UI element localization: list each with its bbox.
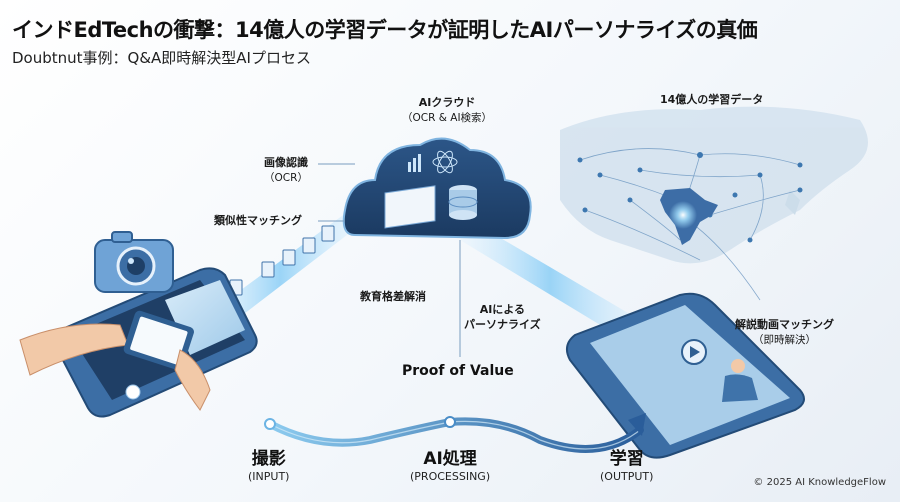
atom-icon xyxy=(432,150,458,174)
matching-title: 類似性マッチング xyxy=(214,214,302,227)
ocr-subtitle: （OCR） xyxy=(264,171,308,184)
step-processing-title: AI処理 xyxy=(423,449,477,469)
process-flow-arrow xyxy=(264,413,646,453)
bar-chart-icon xyxy=(408,154,421,172)
step-processing: AI処理 (PROCESSING) xyxy=(410,444,490,483)
matching-label: 類似性マッチング xyxy=(214,214,302,229)
personalize-label: AIによる パーソナライズ xyxy=(464,303,541,333)
proof-of-value-label: Proof of Value xyxy=(402,363,514,379)
gap-label: 教育格差解消 xyxy=(360,290,426,305)
camera-icon xyxy=(94,231,174,293)
world-map-graphic xyxy=(560,106,868,301)
map-label: 14億人の学習データ xyxy=(660,93,763,108)
page-subtitle: Doubtnut事例：Q&A即時解決型AIプロセス xyxy=(12,49,311,67)
ocr-title: 画像認識 xyxy=(264,156,308,169)
step-output-title: 学習 xyxy=(609,449,644,469)
step-input: 撮影 (INPUT) xyxy=(248,444,289,483)
floating-documents xyxy=(229,225,335,296)
video-subtitle: （即時解決） xyxy=(753,333,816,346)
cloud-label: AIクラウド （OCR & AI検索） xyxy=(402,96,492,125)
cloud-title: AIクラウド xyxy=(418,96,476,109)
step-output-sub: (OUTPUT) xyxy=(600,470,654,483)
ocr-label: 画像認識 （OCR） xyxy=(264,156,308,185)
step-input-title: 撮影 xyxy=(251,449,286,469)
callout-lines xyxy=(318,163,461,357)
step-output: 学習 (OUTPUT) xyxy=(600,444,653,483)
database-icon xyxy=(448,185,478,220)
step-processing-sub: (PROCESSING) xyxy=(410,470,491,483)
page-title: インドEdTechの衝撃：14億人の学習データが証明したAIパーソナライズの真価 xyxy=(12,18,758,42)
cloud-subtitle: （OCR & AI検索） xyxy=(402,111,493,124)
step-input-sub: (INPUT) xyxy=(248,470,290,483)
map-title: 14億人の学習データ xyxy=(660,93,764,106)
copyright: © 2025 AI KnowledgeFlow xyxy=(753,477,886,488)
personalize-line2: パーソナライズ xyxy=(464,317,541,331)
gap-title: 教育格差解消 xyxy=(360,290,426,303)
personalize-line1: AIによる xyxy=(479,303,525,316)
ai-cloud-graphic xyxy=(342,137,532,240)
video-title: 解説動画マッチング xyxy=(735,318,834,331)
video-matching-label: 解説動画マッチング （即時解決） xyxy=(735,318,834,347)
teacher-figure xyxy=(722,359,758,402)
handheld-phone-graphic xyxy=(19,310,211,411)
output-phone-graphic xyxy=(565,292,805,459)
